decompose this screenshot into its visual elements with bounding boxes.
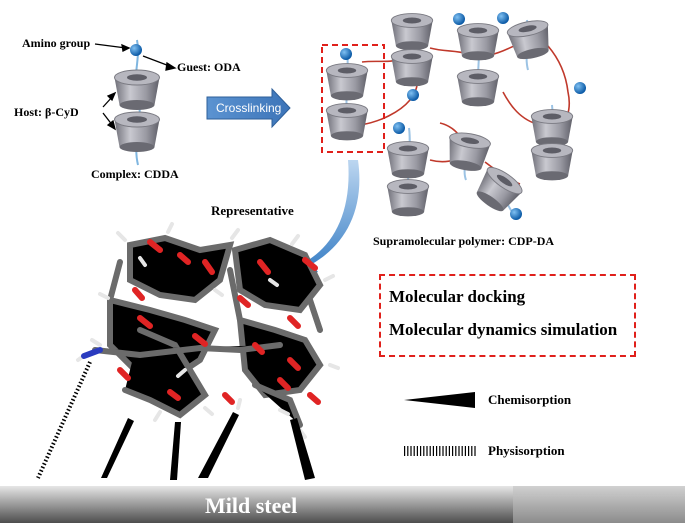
supramolecular-network	[325, 12, 586, 220]
complex-label: Complex: CDDA	[91, 167, 179, 181]
chemisorption-label: Chemisorption	[488, 392, 572, 407]
crosslinking-arrow	[206, 87, 291, 129]
legend-chemisorption-shape	[404, 392, 475, 408]
highlight-box	[321, 44, 385, 153]
wedge-bond-icon	[101, 412, 315, 480]
representative-label: Representative	[211, 203, 294, 218]
pointer-arrows	[94, 43, 177, 131]
guest-label: Guest: ODA	[177, 60, 241, 74]
supramolecular-label: Supramolecular polymer: CDP-DA	[373, 234, 555, 248]
crosslinking-label: Crosslinking	[216, 101, 282, 115]
amino-group-icon	[340, 12, 586, 220]
dynamics-label: Molecular dynamics simulation	[389, 320, 618, 339]
physisorption-label: Physisorption	[488, 443, 565, 458]
mild-steel-substrate	[0, 486, 685, 523]
docking-label: Molecular docking	[389, 287, 526, 306]
molecule-stick-model	[76, 222, 340, 439]
complex-cdda	[113, 39, 161, 166]
amino-group-label: Amino group	[22, 36, 91, 50]
host-label: Host: β-CyD	[14, 105, 79, 119]
amino-group-icon	[130, 44, 142, 56]
methods-box	[379, 274, 636, 357]
hashed-bond-icon	[36, 361, 92, 479]
mild-steel-label: Mild steel	[205, 493, 298, 518]
